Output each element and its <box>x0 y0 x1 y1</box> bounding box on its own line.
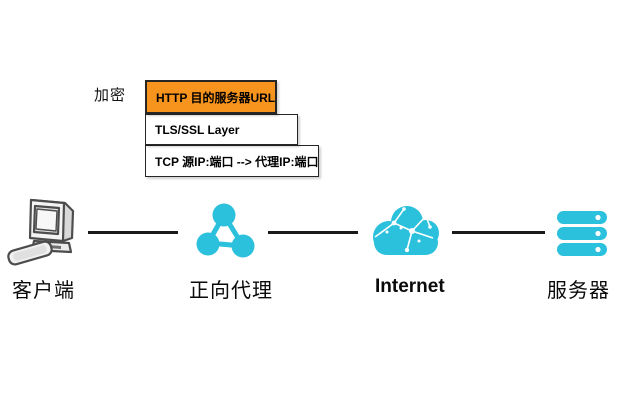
network-nodes-icon <box>196 202 258 269</box>
connector-proxy-internet <box>268 231 358 234</box>
server-label: 服务器 <box>547 280 610 302</box>
connector-client-proxy <box>88 231 178 234</box>
tcp-layer-box: TCP 源IP:端口 --> 代理IP:端口 <box>145 145 319 177</box>
client-label: 客户端 <box>12 280 75 302</box>
server-stack-icon <box>557 211 607 262</box>
encryption-label: 加密 <box>94 88 127 104</box>
forward-proxy-label: 正向代理 <box>189 280 273 302</box>
tls-layer-box: TLS/SSL Layer <box>145 114 298 145</box>
desktop-computer-icon <box>6 197 86 274</box>
cloud-network-icon <box>367 201 445 264</box>
internet-label: Internet <box>375 276 445 297</box>
connector-internet-server <box>452 231 545 234</box>
http-layer-box: HTTP 目的服务器URL <box>145 80 277 114</box>
